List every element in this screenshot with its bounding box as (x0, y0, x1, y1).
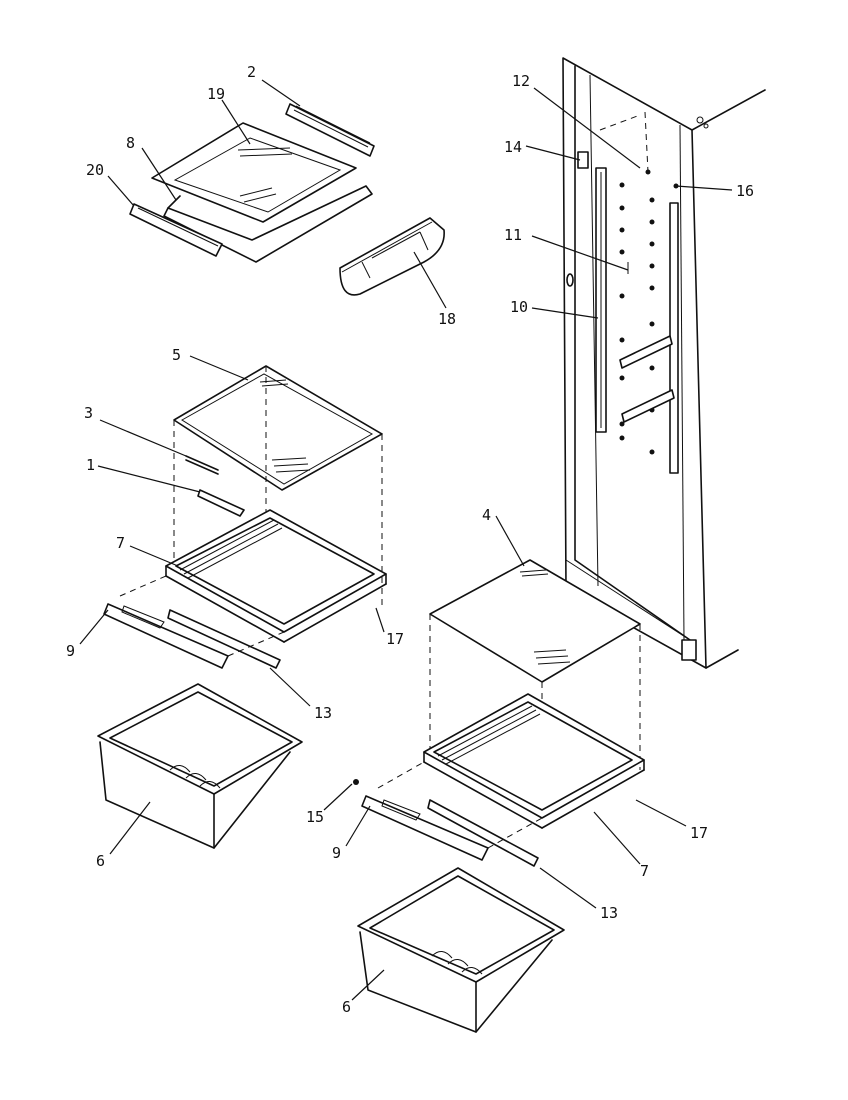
crisper-assembly-lower (353, 559, 645, 1033)
crisper-assembly-upper (97, 365, 387, 849)
callout-3: 3 (84, 404, 93, 422)
callout-15: 15 (306, 808, 324, 826)
callout-17-lower: 17 (690, 824, 708, 842)
callout-20: 20 (86, 161, 104, 179)
crisper-drawer-lower (357, 867, 565, 983)
callout-6-lower: 6 (342, 998, 351, 1016)
callout-labels: 2 19 8 20 18 12 14 16 11 10 5 3 1 7 9 17… (66, 63, 754, 1016)
callout-19: 19 (207, 85, 225, 103)
cabinet-liner (562, 57, 766, 669)
shelf-assembly (129, 103, 445, 296)
callout-10: 10 (510, 298, 528, 316)
callout-7-upper: 7 (116, 534, 125, 552)
door-bin (339, 217, 445, 296)
callout-8: 8 (126, 134, 135, 152)
callout-5: 5 (172, 346, 181, 364)
callout-17-upper: 17 (386, 630, 404, 648)
callout-16: 16 (736, 182, 754, 200)
callout-13-lower: 13 (600, 904, 618, 922)
callout-14: 14 (504, 138, 522, 156)
leader-lines (79, 79, 733, 1001)
callout-1: 1 (86, 456, 95, 474)
crisper-trim-lower (361, 795, 489, 861)
crisper-trim-upper (103, 603, 229, 669)
callout-2: 2 (247, 63, 256, 81)
callout-12: 12 (512, 72, 530, 90)
callout-7-lower: 7 (640, 862, 649, 880)
callout-9-lower: 9 (332, 844, 341, 862)
callout-13-upper: 13 (314, 704, 332, 722)
front-trim (129, 203, 223, 257)
callout-18: 18 (438, 310, 456, 328)
callout-9-upper: 9 (66, 642, 75, 660)
callout-6-upper: 6 (96, 852, 105, 870)
callout-4: 4 (482, 506, 491, 524)
crisper-drawer-upper (97, 683, 303, 795)
glass-shelf (151, 122, 357, 223)
callout-11: 11 (504, 226, 522, 244)
